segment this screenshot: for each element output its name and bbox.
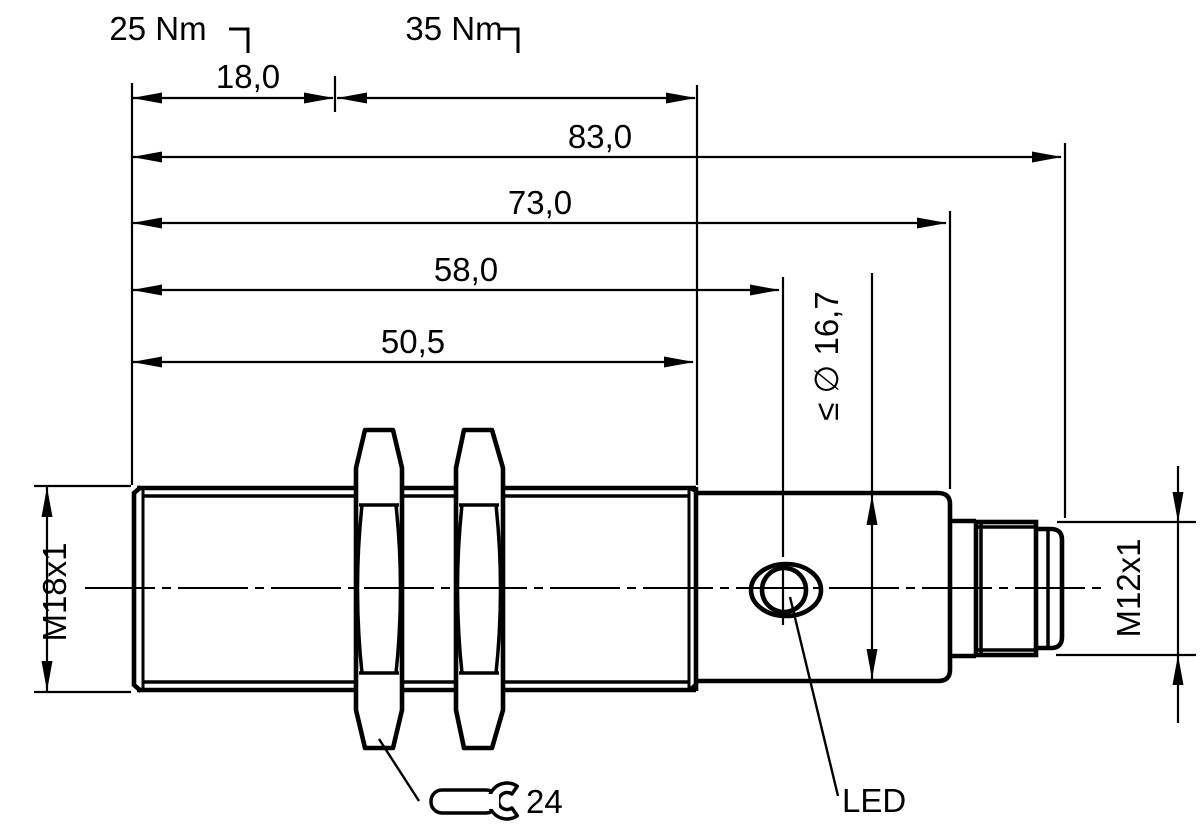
wrench-callout: 24 [377,738,563,821]
led-label: LED [842,782,906,819]
led-indicator [748,561,824,619]
torque-rear-label: 35 Nm [405,10,502,47]
dim-label-50-5: 50,5 [381,323,445,360]
dim-label-83-0: 83,0 [568,118,632,155]
wrench-size-label: 24 [526,783,563,820]
wrench-icon [429,781,520,821]
dim-label-18-0: 18,0 [216,58,280,95]
m18-thread-label: M18x1 [36,542,73,641]
dimension-m12: M12x1 [1056,466,1196,723]
torque-bracket-icon [499,27,520,53]
dimension-50-5: 50,5 [132,323,694,368]
m12-thread-label: M12x1 [1110,538,1147,637]
dimension-58-0: 58,0 [132,251,780,296]
led-callout: LED [788,596,906,819]
dim-label-58-0: 58,0 [434,251,498,288]
max-diameter-label: ≤ ∅ 16,7 [808,291,845,420]
dimension-18-0: 18,0 [132,58,334,104]
dimension-73-0: 73,0 [132,184,947,229]
torque-annotation-front: 25 Nm [109,10,250,53]
dim-label-73-0: 73,0 [508,184,572,221]
dimension-m18: M18x1 [34,484,131,694]
torque-front-label: 25 Nm [109,10,206,47]
dimension-83-0: 83,0 [132,118,1062,163]
dimension-35nm-span [337,92,696,104]
dimension-max-diameter: ≤ ∅ 16,7 [808,273,878,679]
extension-lines [130,76,1067,625]
torque-annotation-rear: 35 Nm [405,10,520,53]
torque-bracket-icon [229,27,250,53]
